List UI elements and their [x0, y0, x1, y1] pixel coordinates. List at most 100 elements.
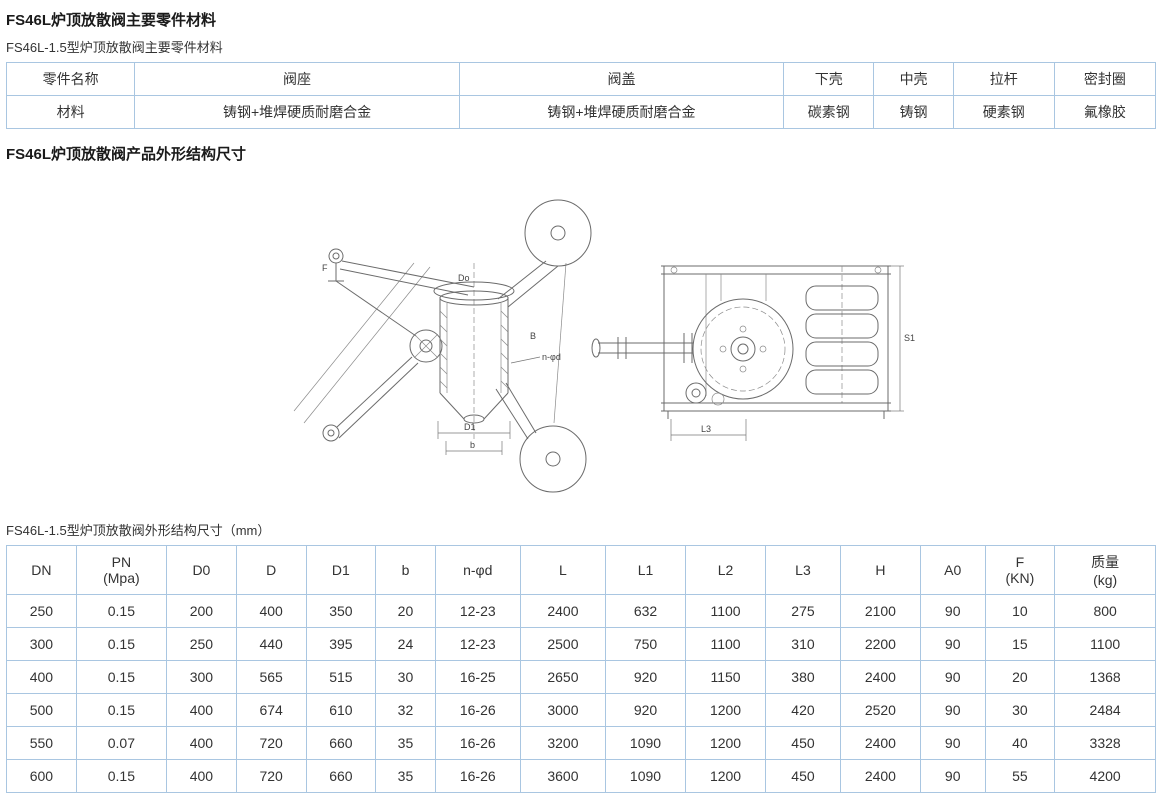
page-title-materials: FS46L炉顶放散阀主要零件材料 — [6, 12, 217, 29]
table-cell: 1100 — [685, 627, 767, 661]
table-cell: 450 — [765, 726, 841, 760]
table-cell: 395 — [305, 627, 377, 661]
column-header: D1 — [305, 545, 377, 595]
table-cell: 4200 — [1054, 759, 1156, 793]
table-cell: 920 — [604, 660, 687, 694]
table-cell: 2100 — [839, 594, 921, 628]
column-header: L1 — [604, 545, 687, 595]
table-cell: 632 — [604, 594, 687, 628]
table-cell: 674 — [235, 693, 307, 727]
table-cell: 1200 — [685, 726, 767, 760]
table-cell: 铸钢+堆焊硬质耐磨合金 — [458, 95, 785, 129]
table-cell: 275 — [765, 594, 841, 628]
table-cell: 30 — [984, 693, 1056, 727]
table-cell: 20 — [984, 660, 1056, 694]
table-cell: 2400 — [839, 726, 921, 760]
table-cell: 2650 — [519, 660, 607, 694]
column-header: A0 — [919, 545, 986, 595]
dim-label-s1: S1 — [904, 333, 915, 343]
table-cell: 500 — [6, 693, 77, 727]
table-cell: 1368 — [1054, 660, 1156, 694]
table-cell: 400 — [166, 726, 237, 760]
table-cell: 400 — [166, 693, 237, 727]
valve-drawing-svg: D1 b Do n-φd F B — [293, 199, 915, 493]
table-cell: 1100 — [685, 594, 767, 628]
table-cell: 0.15 — [75, 627, 168, 661]
table-cell: 1090 — [604, 726, 687, 760]
table-cell: 250 — [166, 627, 237, 661]
column-header: F (KN) — [984, 545, 1056, 595]
table-cell: 400 — [6, 660, 77, 694]
table-cell: 90 — [919, 660, 986, 694]
table-cell: 565 — [235, 660, 307, 694]
column-header: PN (Mpa) — [75, 545, 168, 595]
table-cell: 250 — [6, 594, 77, 628]
table-cell: 2400 — [839, 660, 921, 694]
dim-label-d0: Do — [458, 273, 470, 283]
table-cell: 420 — [765, 693, 841, 727]
materials-table: 零件名称阀座阀盖下壳中壳拉杆密封圈材料铸钢+堆焊硬质耐磨合金铸钢+堆焊硬质耐磨合… — [5, 62, 1157, 129]
table-cell: 1200 — [685, 759, 767, 793]
table-cell: 2520 — [839, 693, 921, 727]
table-cell: 300 — [6, 627, 77, 661]
table-cell: 610 — [305, 693, 377, 727]
column-header: L2 — [685, 545, 767, 595]
table-cell: 0.15 — [75, 759, 168, 793]
table-cell: 600 — [6, 759, 77, 793]
table-cell: 1150 — [685, 660, 767, 694]
table-row: 材料铸钢+堆焊硬质耐磨合金铸钢+堆焊硬质耐磨合金碳素钢铸钢硬素钢氟橡胶 — [5, 95, 1157, 129]
table-cell: 750 — [604, 627, 687, 661]
table-cell: 1200 — [685, 693, 767, 727]
table-cell: 密封圈 — [1053, 62, 1157, 96]
table-cell: 550 — [6, 726, 77, 760]
table-cell: 阀盖 — [458, 62, 785, 96]
table-cell: 2484 — [1054, 693, 1156, 727]
table-cell: 16-26 — [434, 693, 521, 727]
table-cell: 515 — [305, 660, 377, 694]
table-cell: 2200 — [839, 627, 921, 661]
table-cell: 350 — [305, 594, 377, 628]
page-title-dimensions: FS46L炉顶放散阀产品外形结构尺寸 — [6, 146, 247, 163]
table-cell: 1100 — [1054, 627, 1156, 661]
table-cell: 660 — [305, 759, 377, 793]
table-row: 零件名称阀座阀盖下壳中壳拉杆密封圈 — [5, 62, 1157, 96]
table-cell: 16-26 — [434, 726, 521, 760]
table-cell: 920 — [604, 693, 687, 727]
table-cell: 40 — [984, 726, 1056, 760]
subtitle-materials: FS46L-1.5型炉顶放散阀主要零件材料 — [6, 40, 223, 55]
table-cell: 0.07 — [75, 726, 168, 760]
table-cell: 3200 — [519, 726, 607, 760]
table-cell: 90 — [919, 594, 986, 628]
table-cell: 90 — [919, 726, 986, 760]
dim-label-b: b — [470, 440, 475, 450]
table-cell: 3600 — [519, 759, 607, 793]
table-cell: 30 — [375, 660, 436, 694]
dim-label-f: F — [322, 263, 328, 273]
table-cell: 15 — [984, 627, 1056, 661]
technical-drawing: D1 b Do n-φd F B — [6, 171, 1166, 516]
table-cell: 660 — [305, 726, 377, 760]
table-cell: 55 — [984, 759, 1056, 793]
table-cell: 300 — [166, 660, 237, 694]
table-cell: 氟橡胶 — [1053, 95, 1157, 129]
table-cell: 2400 — [519, 594, 607, 628]
table-cell: 3328 — [1054, 726, 1156, 760]
table-cell: 16-25 — [434, 660, 521, 694]
table-cell: 2400 — [839, 759, 921, 793]
table-cell: 零件名称 — [5, 62, 136, 96]
dim-label-b-side: B — [530, 331, 536, 341]
dim-label-n-phi-d: n-φd — [542, 352, 561, 362]
column-header: b — [375, 545, 436, 595]
table-cell: 下壳 — [783, 62, 875, 96]
table-cell: 24 — [375, 627, 436, 661]
table-cell: 440 — [235, 627, 307, 661]
column-header: D0 — [166, 545, 237, 595]
table-cell: 铸钢+堆焊硬质耐磨合金 — [134, 95, 460, 129]
table-cell: 12-23 — [434, 627, 521, 661]
column-header: L3 — [765, 545, 841, 595]
table-cell: 10 — [984, 594, 1056, 628]
